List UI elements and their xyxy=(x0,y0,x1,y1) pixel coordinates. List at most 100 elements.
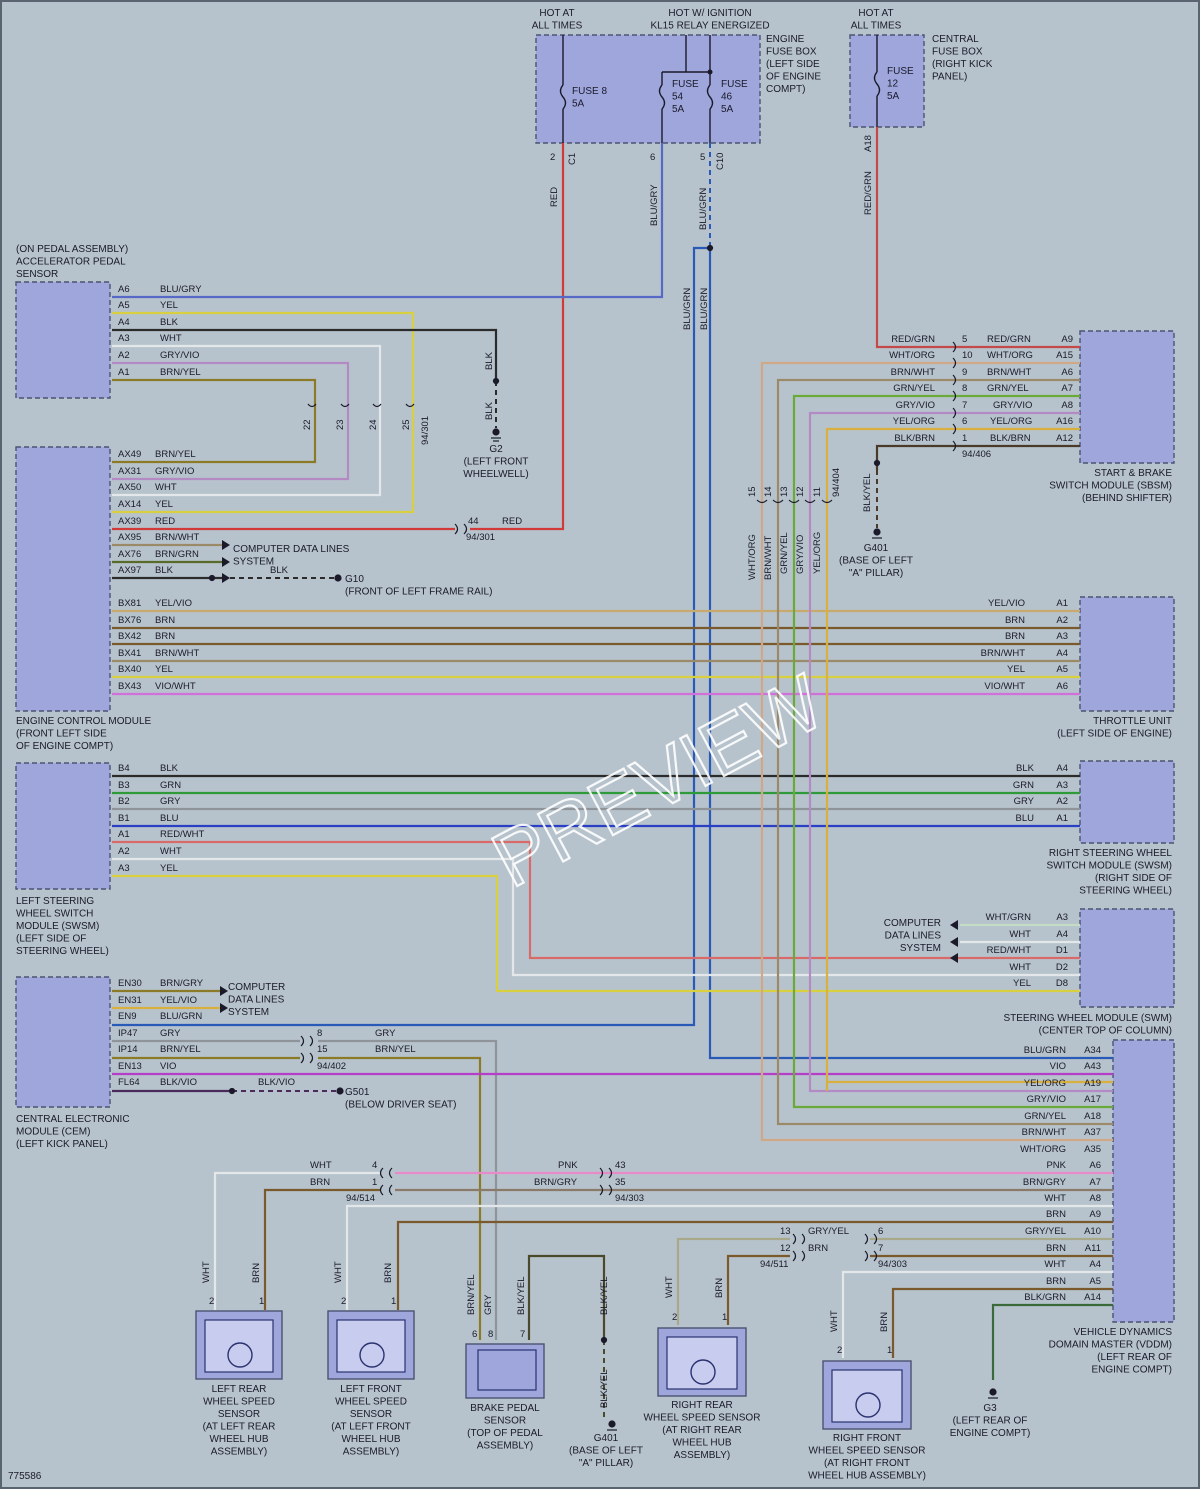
inline-connectors xyxy=(300,341,957,1262)
pin-label: WHT xyxy=(160,846,182,857)
pin-label: 8 xyxy=(488,1329,493,1340)
g501-label: G501(BELOW DRIVER SEAT) xyxy=(345,1087,457,1111)
pin-label: 12 xyxy=(780,1243,791,1254)
wire-label-vertical: A18 xyxy=(863,135,874,152)
pin-label: WHT xyxy=(1009,962,1031,973)
pin-label: YEL xyxy=(1013,978,1031,989)
pin-label: GRN xyxy=(1013,780,1034,791)
pin-label: BLU xyxy=(160,813,179,824)
pin-label: YEL/VIO xyxy=(155,598,192,609)
pin-label: YEL xyxy=(160,863,178,874)
pin-label: A4 xyxy=(1089,1259,1101,1270)
pin-label: A4 xyxy=(1056,763,1068,774)
pin-label: 43 xyxy=(615,1160,626,1171)
wire-brn-rr xyxy=(726,1254,790,1325)
pin-label: A3 xyxy=(118,333,130,344)
pin-label: BRN/YEL xyxy=(375,1044,416,1055)
pin-label: 1 xyxy=(259,1296,264,1307)
pin-label: BRN/GRN xyxy=(155,549,199,560)
wire-label-vertical: BLU/GRN xyxy=(682,288,693,330)
wire-yel-a5 xyxy=(112,311,415,514)
wire-label-vertical: 13 xyxy=(779,486,790,497)
pin-label: A2 xyxy=(118,846,130,857)
pin-label: A1 xyxy=(1056,598,1068,609)
pin-label: BRN/WHT xyxy=(987,367,1032,378)
right-swsm-box xyxy=(1079,760,1175,844)
wheel-speed-sensor-rr xyxy=(657,1327,747,1397)
sbsm-box xyxy=(1079,330,1175,464)
pin-label: 2 xyxy=(837,1345,842,1356)
wire-label-vertical: WHT xyxy=(333,1261,344,1283)
pin-label: BRN/WHT xyxy=(155,532,200,543)
pin-label: BRN/WHT xyxy=(891,367,936,378)
pin-label: AX49 xyxy=(118,449,141,460)
g401b-label: G401(BASE OF LEFT"A" PILLAR) xyxy=(569,1433,643,1469)
pin-label: BLK/VIO xyxy=(258,1077,295,1088)
wire-grn-yel-v xyxy=(792,394,1113,1109)
wire-gry-vio-v xyxy=(808,411,1113,1093)
pin-label: 13 xyxy=(780,1226,791,1237)
pin-label: A2 xyxy=(118,350,130,361)
pin-label: IP47 xyxy=(118,1028,138,1039)
accelerator-pedal-sensor-box xyxy=(15,281,111,399)
pin-label: 8 xyxy=(962,383,967,394)
pin-label: 94/514 xyxy=(346,1193,375,1204)
pin-label: GRY/VIO xyxy=(155,466,194,477)
cem-box xyxy=(15,976,111,1108)
swm-box xyxy=(1079,908,1175,1008)
pin-label: RED/WHT xyxy=(987,945,1032,956)
pin-label: GRY xyxy=(160,1028,181,1039)
pin-label: A9 xyxy=(1061,334,1073,345)
pin-label: AX39 xyxy=(118,516,141,527)
pin-label: A9 xyxy=(1089,1209,1101,1220)
pin-label: WHT xyxy=(155,482,177,493)
pin-label: 7 xyxy=(878,1243,883,1254)
pin-label: A7 xyxy=(1089,1177,1101,1188)
document-id: 775586 xyxy=(8,1471,42,1482)
data-line-arrows xyxy=(220,540,958,1013)
pin-label: 2 xyxy=(209,1296,214,1307)
wire-brn-wht-v xyxy=(776,378,1113,1126)
pin-label: EN30 xyxy=(118,978,142,989)
wire-brn-yel-a1 xyxy=(112,378,317,464)
pin-label: 1 xyxy=(391,1296,396,1307)
pin-label: A14 xyxy=(1084,1292,1101,1303)
pin-label: RED/GRN xyxy=(987,334,1031,345)
pin-label: BX40 xyxy=(118,664,141,675)
wire-label-vertical: 94/404 xyxy=(831,468,842,497)
wire-blk-grn-g3 xyxy=(991,1303,1113,1380)
pin-label: 94/303 xyxy=(615,1193,644,1204)
pin-label: AX14 xyxy=(118,499,141,510)
pin-label: WHT/ORG xyxy=(1020,1144,1066,1155)
pin-label: AX76 xyxy=(118,549,141,560)
pin-label: RED/WHT xyxy=(160,829,205,840)
pin-label: A2 xyxy=(1056,615,1068,626)
pin-label: AX95 xyxy=(118,532,141,543)
pin-label: BLU/GRY xyxy=(160,284,202,295)
pin-label: A15 xyxy=(1056,350,1073,361)
pin-label: GRY xyxy=(375,1028,396,1039)
wire-label-vertical: BLK/YEL xyxy=(516,1276,527,1315)
wheel-speed-sensor-lr xyxy=(195,1310,283,1380)
pin-label: A1 xyxy=(118,829,130,840)
wire-blu-grn-vddm xyxy=(708,248,1113,1060)
pin-label: 2 xyxy=(550,152,555,163)
pin-label: BRN/GRY xyxy=(160,978,204,989)
pin-label: 6 xyxy=(878,1226,883,1237)
pin-label: A8 xyxy=(1089,1193,1101,1204)
pin-label: A1 xyxy=(1056,813,1068,824)
pin-label: GRN/YEL xyxy=(987,383,1029,394)
pin-label: 1 xyxy=(372,1177,377,1188)
pin-label: GRY/VIO xyxy=(1027,1094,1066,1105)
pin-label: A4 xyxy=(1056,929,1068,940)
pin-label: BX42 xyxy=(118,631,141,642)
pin-label: WHT/GRN xyxy=(986,912,1032,923)
pin-label: 94/402 xyxy=(317,1061,346,1072)
wire-label-vertical: C10 xyxy=(715,153,726,170)
wire-label-vertical: WHT/ORG xyxy=(747,534,758,580)
